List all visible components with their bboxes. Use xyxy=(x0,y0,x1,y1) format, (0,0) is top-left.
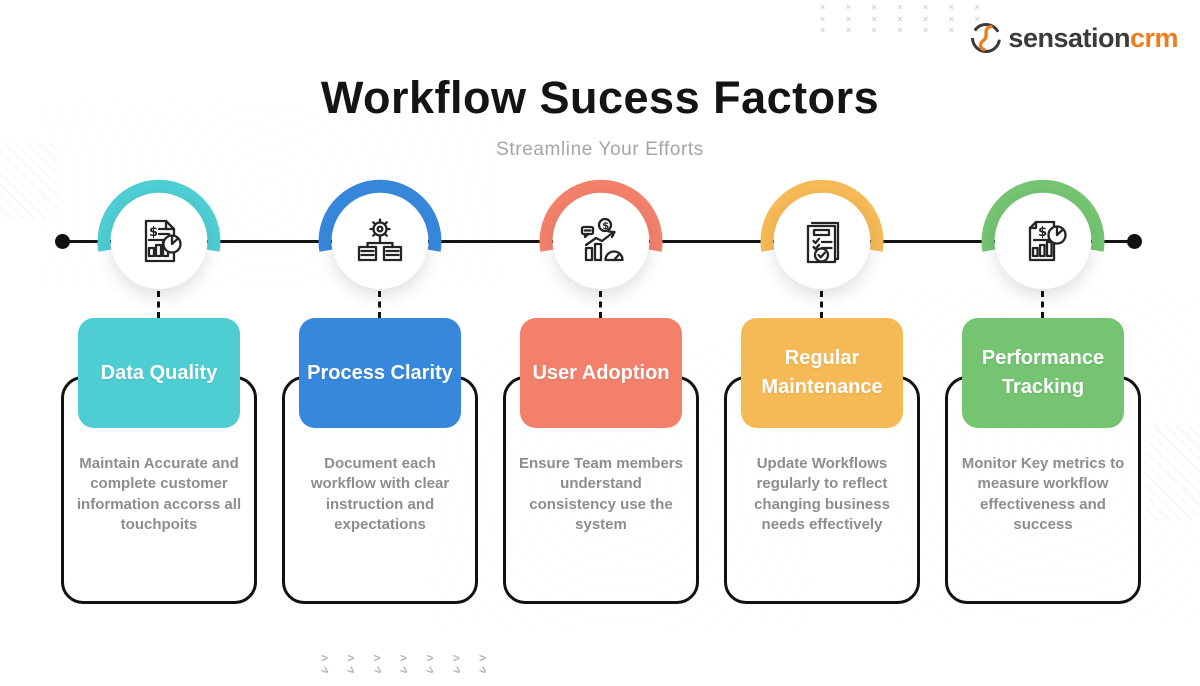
factor-title: User Adoption xyxy=(532,361,670,384)
page-title: Workflow Sucess Factors xyxy=(320,72,880,123)
svg-text:$: $ xyxy=(1038,225,1047,240)
timeline-left-endpoint-dot xyxy=(55,234,70,249)
factor-title-box: Performance Tracking xyxy=(962,318,1124,428)
factor-column-user-adoption: $ User Adoption Ensure Team members unde… xyxy=(491,179,711,619)
page-subtitle: Streamline Your Efforts xyxy=(496,139,704,160)
finance-report-document-icon: $ xyxy=(144,219,182,263)
factor-title-box: Regular Maintenance xyxy=(741,318,903,428)
dot-grid-decoration: × × × × × × × × × × × × × × × × × × × × … xyxy=(820,2,989,35)
dashed-connector xyxy=(820,291,823,318)
factor-column-regular-maintenance: Regular Maintenance Update Workflows reg… xyxy=(712,179,932,619)
timeline-right-endpoint-dot xyxy=(1127,234,1142,249)
milestone-arc xyxy=(318,179,442,252)
factor-title: Data Quality xyxy=(100,361,218,384)
growth-analytics-dollar-icon: $ xyxy=(580,217,624,262)
brand-name-primary: sensation xyxy=(1008,22,1130,53)
factor-title: Process Clarity xyxy=(307,361,453,384)
svg-text:$: $ xyxy=(149,225,158,240)
brand-name-accent: crm xyxy=(1129,22,1179,53)
factor-title-box: User Adoption xyxy=(520,318,682,428)
milestone-inner-circle: $ xyxy=(553,193,649,289)
milestone-circle xyxy=(318,179,442,303)
sensationcrm-swoosh-logo-icon xyxy=(971,23,1002,53)
milestone-arc xyxy=(981,179,1105,252)
milestone-circle: $ xyxy=(97,179,221,303)
checklist-document-icon xyxy=(806,221,840,264)
factor-description: Document each workflow with clear instru… xyxy=(310,455,450,533)
factor-column-data-quality: $ Data Quality Maintain Accurate and com… xyxy=(49,179,269,619)
factor-title: Regular Maintenance xyxy=(761,347,883,398)
factor-title: Performance Tracking xyxy=(981,347,1105,398)
milestone-inner-circle: $ xyxy=(995,193,1091,289)
milestone-circle xyxy=(760,179,884,303)
factor-description: Monitor Key metrics to measure workflow … xyxy=(961,455,1125,533)
factor-description: Update Workflows regularly to reflect ch… xyxy=(754,455,890,533)
milestone-inner-circle: $ xyxy=(111,193,207,289)
dashed-connector xyxy=(599,291,602,318)
chevron-row-decoration: > > > > > > > xyxy=(318,662,497,684)
factor-title-box: Process Clarity xyxy=(299,318,461,428)
performance-report-pie-icon: $ xyxy=(1028,220,1067,262)
gear-flowchart-icon xyxy=(357,218,403,262)
dashed-connector xyxy=(1041,291,1044,318)
background-hatch-texture xyxy=(1146,425,1200,520)
milestone-arc xyxy=(760,179,884,252)
brand-logo-text: sensationcrm xyxy=(1008,23,1178,54)
svg-text:$: $ xyxy=(602,221,609,232)
factor-title-box: Data Quality xyxy=(78,318,240,428)
factor-description: Ensure Team members understand consisten… xyxy=(519,455,683,533)
milestone-circle: $ xyxy=(539,179,663,303)
milestone-arc xyxy=(539,179,663,252)
factor-column-performance-tracking: $ Performance Tracking Monitor Key metri… xyxy=(933,179,1153,619)
chevron-row-decoration: > > > > > > > xyxy=(321,651,495,665)
milestone-inner-circle xyxy=(774,193,870,289)
factor-column-process-clarity: Process Clarity Document each workflow w… xyxy=(270,179,490,619)
dashed-connector xyxy=(378,291,381,318)
milestone-inner-circle xyxy=(332,193,428,289)
milestone-circle: $ xyxy=(981,179,1105,303)
brand-logo: sensationcrm xyxy=(968,20,1179,56)
dashed-connector xyxy=(157,291,160,318)
factor-description: Maintain Accurate and complete customer … xyxy=(76,455,242,533)
milestone-arc xyxy=(97,179,221,252)
